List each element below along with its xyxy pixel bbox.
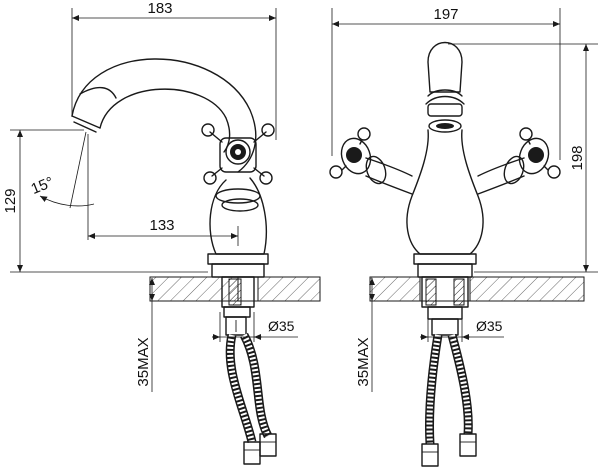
side-angle-label: 15°	[29, 174, 56, 198]
side-view: 183 129 133 15° Ø35 35MAX	[2, 0, 321, 465]
side-diameter-label: Ø35	[268, 318, 295, 334]
side-spout	[71, 58, 257, 173]
side-max-thickness-label: 35MAX	[135, 337, 152, 386]
front-view: 197 198 Ø35 35MAX	[329, 6, 598, 467]
front-max-thickness-label: 35MAX	[355, 337, 372, 386]
side-mounting	[221, 276, 255, 336]
side-width-label: 183	[147, 0, 172, 17]
side-height-label: 129	[2, 188, 19, 213]
front-diameter-label: Ø35	[476, 318, 503, 334]
front-dimensions	[331, 8, 598, 392]
side-dimensions	[10, 8, 298, 392]
side-cross-handle	[201, 123, 275, 185]
front-hoses	[421, 333, 477, 467]
front-right-handle	[477, 127, 561, 195]
front-width-label: 197	[433, 6, 458, 23]
front-left-handle	[329, 127, 413, 195]
front-countertop	[369, 276, 585, 302]
front-height-label: 198	[569, 145, 586, 170]
side-reach-label: 133	[149, 217, 174, 234]
side-hoses	[225, 332, 277, 465]
front-spout	[425, 41, 465, 133]
front-body	[406, 129, 484, 278]
side-body	[207, 177, 269, 278]
front-mounting	[421, 276, 469, 336]
